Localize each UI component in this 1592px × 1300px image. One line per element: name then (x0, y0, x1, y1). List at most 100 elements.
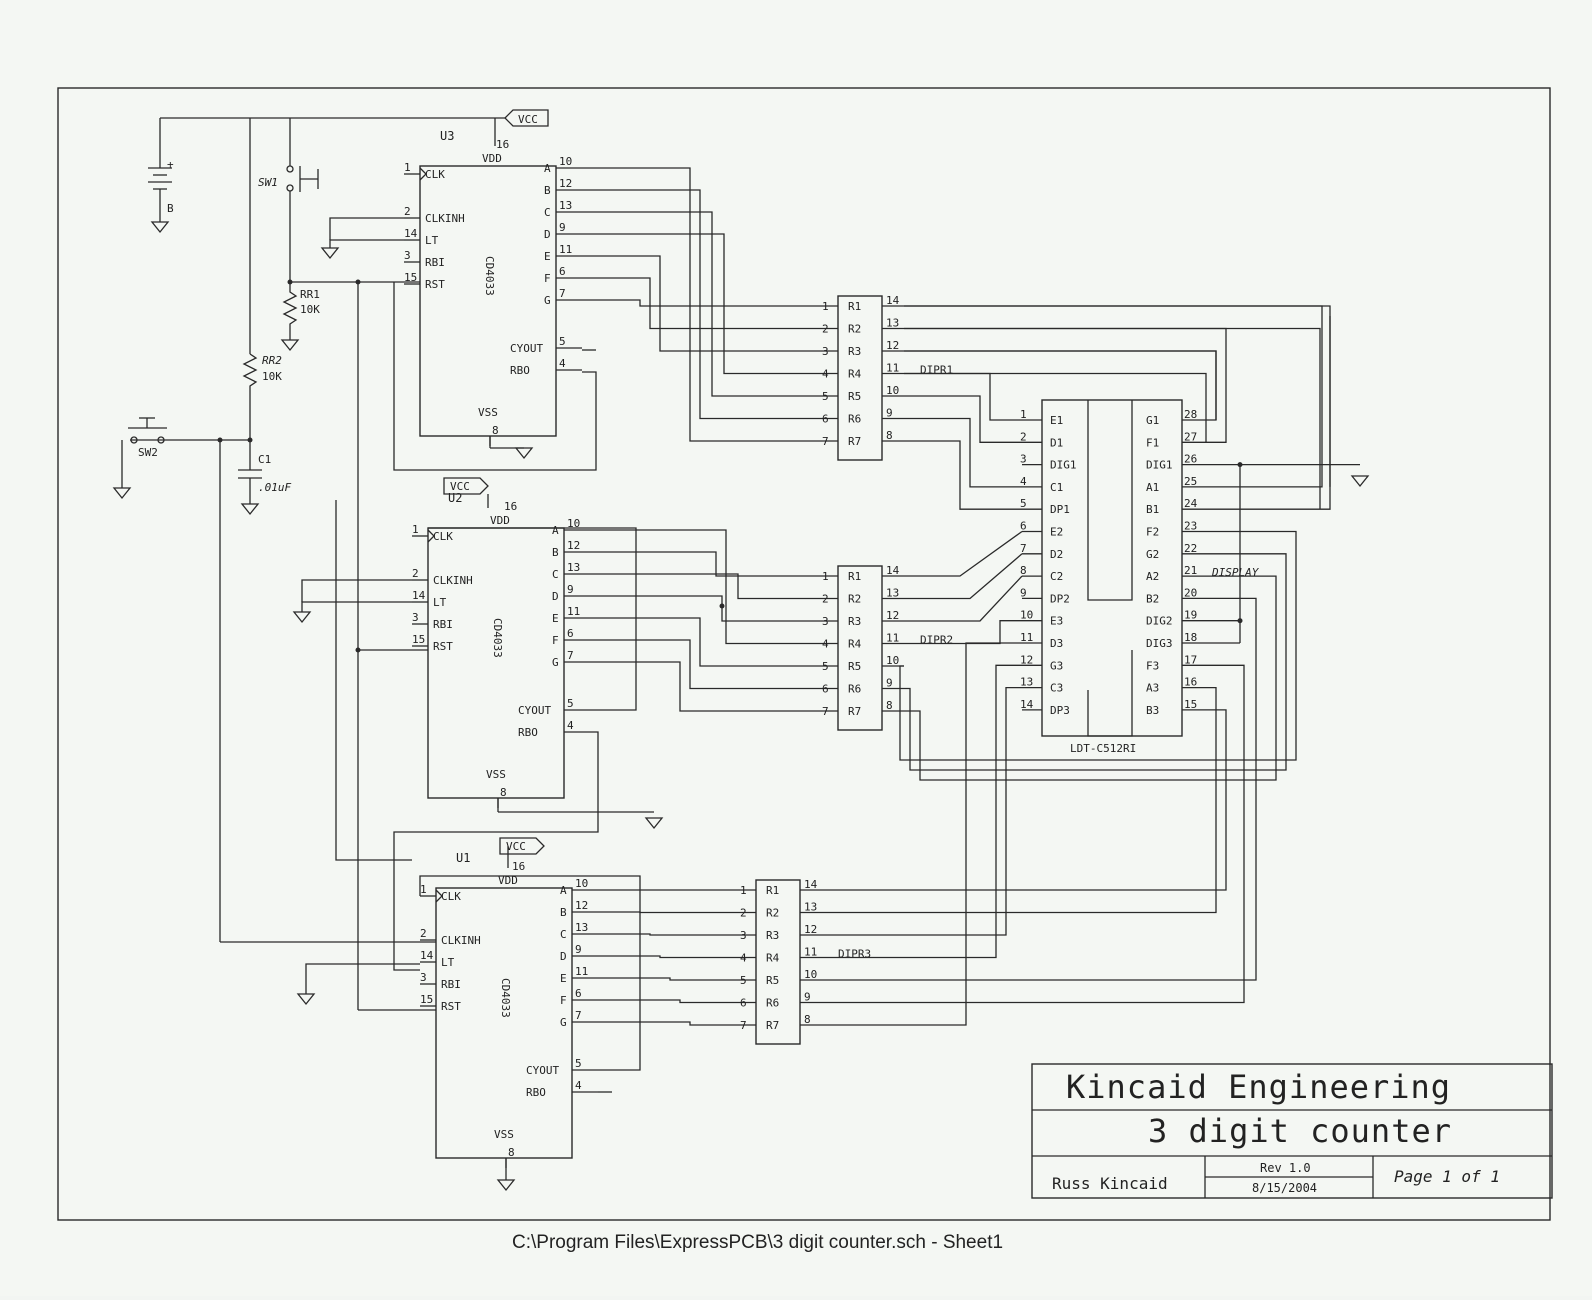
pin-number: 6 (822, 413, 829, 426)
pin-number: 8 (886, 699, 893, 712)
pin-number: 4 (1020, 475, 1027, 488)
rr1-value: 10K (300, 303, 320, 316)
pin-name: RBO (526, 1086, 546, 1099)
resistor-label: R7 (848, 705, 861, 718)
pin-number: 1 (420, 883, 427, 896)
pin-name: RBO (518, 726, 538, 739)
pin-name: DIG1 (1146, 459, 1173, 472)
pin-number: 14 (412, 589, 426, 602)
pin-number: 26 (1184, 453, 1197, 466)
pin-number: 14 (886, 564, 900, 577)
pin-name: G1 (1146, 414, 1159, 427)
pin-number: 15 (420, 993, 433, 1006)
pin-name: DIG3 (1146, 637, 1173, 650)
resistor-label: R2 (848, 593, 861, 606)
pin-number: 25 (1184, 475, 1197, 488)
pin-number: 10 (559, 155, 572, 168)
chip-part: CD4033 (483, 256, 496, 296)
pin-number: 4 (559, 357, 566, 370)
pin-number: 12 (886, 339, 899, 352)
pin-name: C3 (1050, 682, 1063, 695)
pin-number: 2 (740, 907, 747, 920)
pin-number: 15 (404, 271, 417, 284)
pin-name: LT (433, 596, 447, 609)
pin-number: 7 (822, 435, 829, 448)
pin-name: E (552, 612, 559, 625)
pin-name: F3 (1146, 659, 1159, 672)
file-path-footer: C:\Program Files\ExpressPCB\3 digit coun… (512, 1232, 1003, 1253)
junction-dot (719, 603, 725, 609)
resistor-label: R4 (848, 638, 862, 651)
pin-number: 7 (567, 649, 574, 662)
pin-number: 4 (575, 1079, 582, 1092)
vss-label: VSS (478, 406, 498, 419)
pin-name: E (560, 972, 567, 985)
ground-icon (644, 817, 664, 830)
vcc-flag (443, 477, 489, 495)
c1-value: .01uF (258, 481, 291, 494)
pin-number: 12 (1020, 653, 1033, 666)
pin-name: G (560, 1016, 567, 1029)
pin-number: 19 (1184, 609, 1197, 622)
pin-number: 10 (804, 968, 817, 981)
pin-name: D1 (1050, 436, 1063, 449)
pin-number: 11 (886, 362, 899, 375)
pin-name: CYOUT (526, 1064, 559, 1077)
project-name: 3 digit counter (1148, 1112, 1452, 1150)
pin-name: E2 (1050, 526, 1063, 539)
pin-name: A2 (1146, 570, 1159, 583)
pin-number: 17 (1184, 653, 1197, 666)
pin-name: D (544, 228, 551, 241)
pin-number: 8 (500, 786, 507, 799)
pin-name: RBI (441, 978, 461, 991)
resistor-label: R2 (766, 907, 779, 920)
pin-name: DP1 (1050, 503, 1070, 516)
vdd-label: VDD (490, 514, 510, 527)
pin-number: 8 (886, 429, 893, 442)
pin-number: 13 (575, 921, 588, 934)
pin-number: 9 (559, 221, 566, 234)
pin-number: 23 (1184, 520, 1197, 533)
pin-name: C1 (1050, 481, 1063, 494)
junction-dot (1237, 462, 1243, 468)
pin-number: 11 (804, 946, 817, 959)
company-name: Kincaid Engineering (1066, 1068, 1451, 1106)
resistor-label: R5 (848, 390, 861, 403)
pin-number: 4 (822, 638, 829, 651)
pin-number: 2 (420, 927, 427, 940)
counter-chip-u1: U1VDD16CD40331CLK2CLKINH14LT3RBI15RST10A… (420, 851, 598, 1168)
pin-name: CLKINH (433, 574, 473, 587)
resistor-label: R4 (848, 368, 862, 381)
chip-name: U2 (448, 491, 462, 505)
pin-number: 2 (822, 323, 829, 336)
pin-name: F (560, 994, 567, 1007)
pin-number: 14 (1020, 698, 1034, 711)
resistor-label: R1 (848, 570, 861, 583)
pin-name: C2 (1050, 570, 1063, 583)
ground-icon (320, 247, 340, 260)
pin-name: RBI (425, 256, 445, 269)
resistor-label: R6 (766, 997, 779, 1010)
pin-name: F (552, 634, 559, 647)
pin-number: 16 (512, 860, 525, 873)
ground-icon (514, 447, 534, 460)
pin-number: 7 (559, 287, 566, 300)
pin-number: 5 (575, 1057, 582, 1070)
page-number: Page 1 of 1 (1394, 1167, 1500, 1186)
pin-number: 10 (886, 384, 899, 397)
pin-name: B (560, 906, 567, 919)
pin-name: RST (433, 640, 453, 653)
pin-name: DP3 (1050, 704, 1070, 717)
pin-number: 13 (559, 199, 572, 212)
ground-icon (150, 221, 170, 234)
battery-plus: + (167, 158, 174, 171)
pin-number: 9 (886, 407, 893, 420)
pin-number: 15 (1184, 698, 1197, 711)
pin-name: D (560, 950, 567, 963)
pin-number: 16 (1184, 676, 1197, 689)
pin-number: 11 (559, 243, 572, 256)
pin-number: 9 (804, 991, 811, 1004)
pin-number: 5 (559, 335, 566, 348)
